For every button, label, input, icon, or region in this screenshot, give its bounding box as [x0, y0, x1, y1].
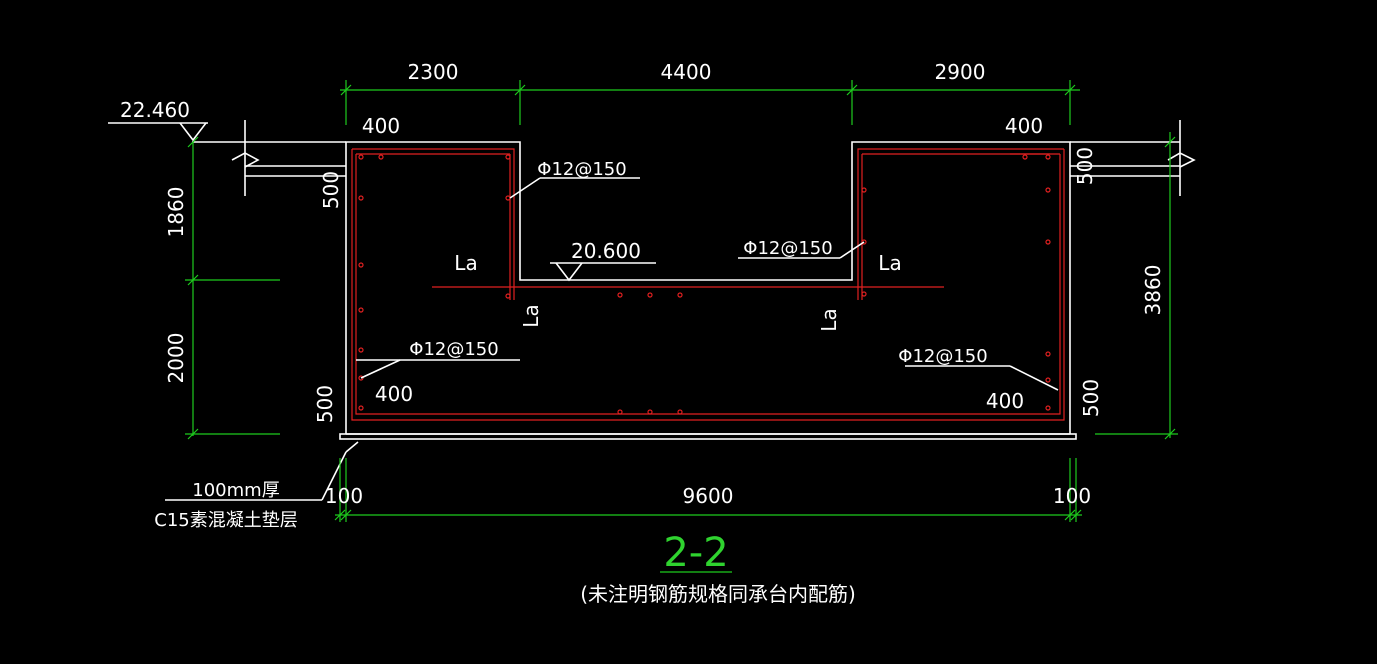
- dim-corner-left: 400: [375, 382, 413, 406]
- dim-right-total: 3860: [1141, 265, 1165, 316]
- section-title-group: 2-2 (未注明钢筋规格同承台内配筋): [580, 530, 856, 606]
- dim-left-wall-top: 400: [362, 114, 400, 138]
- anchor-label-left-h: La: [454, 251, 477, 275]
- concrete-outline: [108, 120, 1196, 440]
- dim-right-wall-v-top: 500: [1073, 147, 1097, 185]
- dim-right-wall-v-bottom: 500: [1079, 379, 1103, 417]
- leader-lines: [165, 177, 1059, 501]
- rebar-lines: [351, 148, 1065, 421]
- dim-bottom-right: 100: [1053, 484, 1091, 508]
- dim-top-1: 2300: [408, 60, 459, 84]
- dim-corner-right: 400: [986, 389, 1024, 413]
- elevation-pit-bottom: 20.600: [571, 239, 641, 263]
- cushion-note: 100mm厚 C15素混凝土垫层: [154, 480, 297, 531]
- dim-left-wall-v-bottom: 500: [313, 385, 337, 423]
- dim-bottom-main: 9600: [683, 484, 734, 508]
- rebar-label-bottom-right: Φ12@150: [898, 346, 987, 367]
- anchor-label-right-h: La: [878, 251, 901, 275]
- dim-top-2: 4400: [661, 60, 712, 84]
- anchor-label-left-v: La: [519, 304, 543, 327]
- elevation-top: 22.460: [120, 98, 190, 122]
- section-title: 2-2: [663, 530, 728, 576]
- rebar-texts: Φ12@150 Φ12@150 Φ12@150 Φ12@150 La La La…: [409, 159, 987, 367]
- dimension-texts: 2300 4400 2900 100 9600 100 1860 2000 38…: [164, 60, 1165, 508]
- cushion-material: C15素混凝土垫层: [154, 510, 297, 531]
- dim-right-wall-top: 400: [1005, 114, 1043, 138]
- dim-left-lower: 2000: [164, 333, 188, 384]
- dim-left-wall-v-top: 500: [319, 171, 343, 209]
- anchor-label-right-v: La: [817, 308, 841, 331]
- cushion-thickness: 100mm厚: [192, 480, 279, 501]
- elevation-texts: 22.460 20.600: [120, 98, 641, 263]
- section-note: (未注明钢筋规格同承台内配筋): [580, 582, 856, 606]
- dimension-lines: [185, 80, 1178, 573]
- rebar-label-bottom-left: Φ12@150: [409, 339, 498, 360]
- dim-bottom-left: 100: [325, 484, 363, 508]
- rebar-label-pit-left: Φ12@150: [537, 159, 626, 180]
- rebar-dots: [358, 154, 1051, 415]
- dim-left-upper: 1860: [164, 187, 188, 238]
- rebar-label-pit-right: Φ12@150: [743, 238, 832, 259]
- dim-top-3: 2900: [935, 60, 986, 84]
